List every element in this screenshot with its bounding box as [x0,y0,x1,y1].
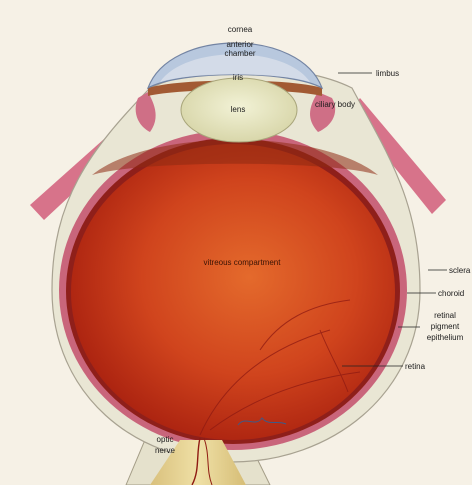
vitreous-compartment [71,144,395,440]
label-limbus: limbus [376,69,399,78]
label-ciliary-body: ciliary body [315,99,355,110]
label-optic-nerve: optic nerve [149,434,181,456]
label-choroid: choroid [438,289,464,298]
label-vitreous-compartment: vitreous compartment [204,258,281,267]
label-iris: iris [233,73,243,82]
label-retina: retina [405,362,425,371]
label-anterior-chamber: anterior chamber [210,40,270,58]
label-lens: lens [231,105,246,114]
label-sclera: sclera [449,266,470,275]
label-cornea: cornea [228,25,252,34]
label-retinal-pigment-epithelium: retinal pigment epithelium [421,310,469,343]
